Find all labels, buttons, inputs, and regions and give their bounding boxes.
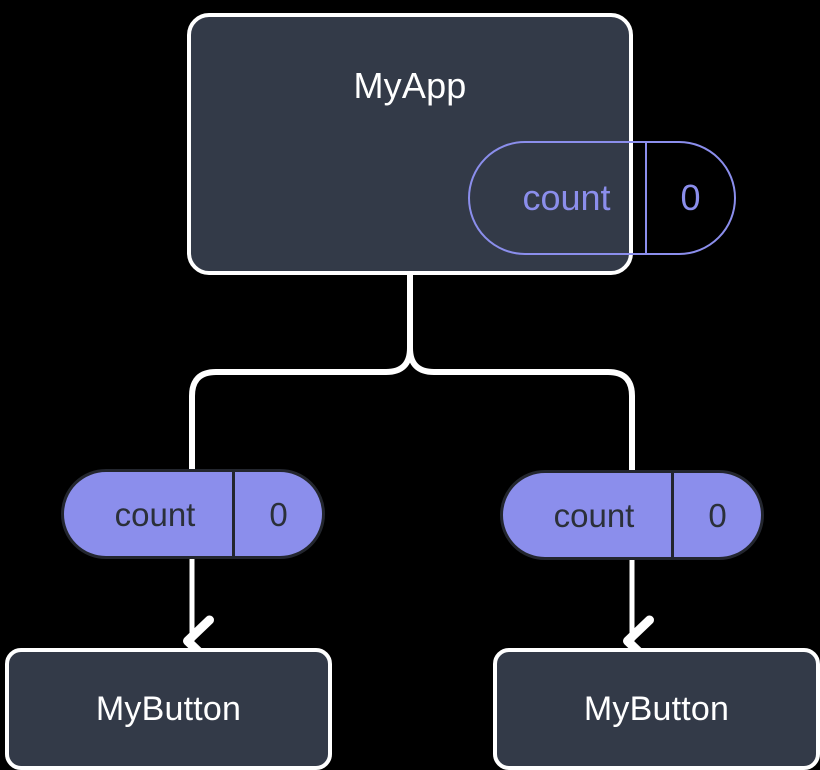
state-pill-key: count: [553, 496, 635, 534]
state-pill-key: count: [114, 495, 196, 533]
component-label-myapp: MyApp: [353, 65, 467, 106]
state-pill-key: count: [522, 177, 611, 218]
state-pill-value: 0: [671, 473, 761, 557]
component-box-mybutton-left[interactable]: MyButton: [5, 648, 332, 770]
connector-root-to-left: [189, 272, 413, 473]
component-box-myapp[interactable]: MyApp count 0: [187, 13, 736, 275]
state-pill-right-count[interactable]: count 0: [500, 470, 764, 560]
state-pill-left-count[interactable]: count 0: [61, 469, 325, 559]
state-pill-value: 0: [232, 472, 322, 556]
component-box-mybutton-right[interactable]: MyButton: [493, 648, 820, 770]
connector-root-to-right: [407, 272, 635, 473]
component-label-mybutton: MyButton: [583, 690, 730, 728]
component-label-mybutton: MyButton: [95, 690, 242, 728]
state-pill-value: 0: [645, 143, 734, 253]
state-pill-myapp-count[interactable]: count 0: [468, 141, 736, 255]
